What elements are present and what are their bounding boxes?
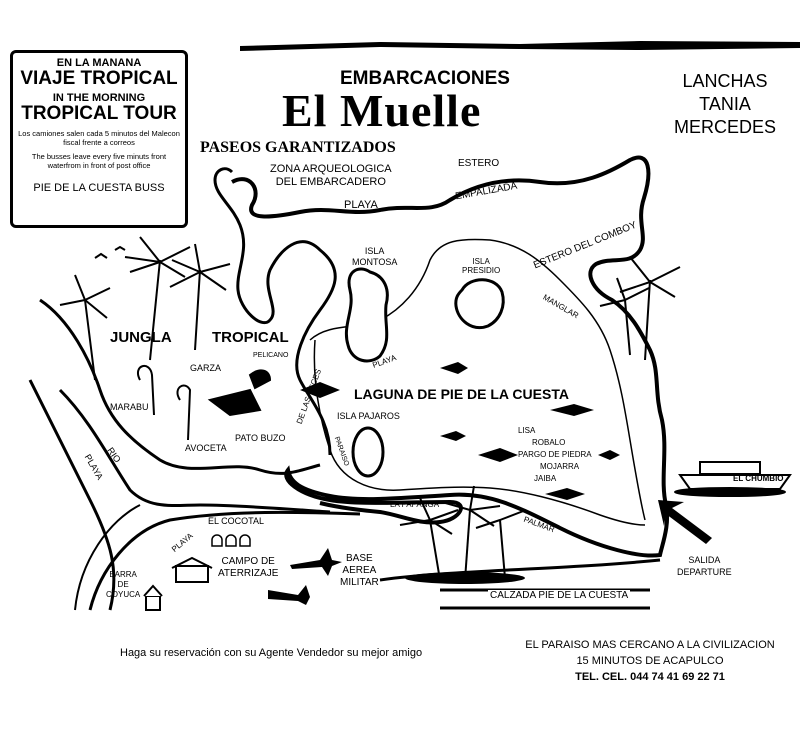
airplanes (268, 548, 342, 605)
isla-montosa-label: ISLA MONTOSA (352, 246, 397, 268)
barra-coyuca-label: BARRA DE COYUCA (106, 570, 140, 600)
playa-top-label: PLAYA (344, 199, 378, 211)
footer-tel: TEL. CEL. 044 74 41 69 22 71 (575, 671, 725, 683)
coyuca-huts (143, 584, 163, 611)
footer-minutos: 15 MINUTOS DE ACAPULCO (576, 655, 724, 667)
salida-line-2: DEPARTURE (677, 567, 732, 577)
palm-trees-south (399, 485, 527, 581)
lagoon-inner-west (213, 167, 337, 456)
west-shore (39, 298, 321, 475)
palm-trees-west (59, 236, 231, 381)
info-line-1: EN LA MANANA (56, 57, 142, 69)
montosa-line-2: MONTOSA (352, 257, 398, 267)
fish-lisa: LISA (518, 426, 536, 435)
marabu-label: MARABU (110, 402, 149, 412)
laguna-label: LAGUNA DE PIE DE LA CUESTA (354, 386, 569, 402)
isla-presidio-label: ISLA PRESIDIO (462, 257, 500, 275)
page-title: El Muelle (282, 85, 482, 136)
tania-label: TANIA (699, 94, 751, 114)
campo-line-2: ATERRIZAJE (218, 568, 279, 579)
calzada-label: CALZADA PIE DE LA CUESTA (488, 590, 631, 601)
cocotal-huts (211, 534, 251, 547)
campo-line-1: CAMPO DE (221, 556, 275, 567)
shore-shadow (405, 572, 525, 584)
info-english-note: The busses leave every five minuts front… (31, 152, 167, 170)
presidio-line-2: PRESIDIO (462, 266, 501, 275)
river-bank-2 (58, 388, 331, 514)
fish-robalo: ROBALO (532, 438, 566, 447)
lanchas-block: LANCHAS TANIA MERCEDES (670, 70, 780, 139)
campo-label: CAMPO DE ATERRIZAJE (218, 556, 278, 580)
info-spanish-note: Los camiones salen cada 5 minutos del Ma… (18, 129, 180, 147)
garza-label: GARZA (190, 363, 222, 373)
base-line-2: AEREA (342, 565, 377, 576)
paseos-label: PASEOS GARANTIZADOS (200, 139, 396, 156)
coast-line (88, 510, 361, 611)
jungla-label: JUNGLA (110, 329, 172, 346)
estero-label: ESTERO (458, 158, 500, 169)
barra-line-2: DE (117, 580, 129, 589)
lanchas-label: LANCHAS (682, 71, 768, 91)
fish-list: LISA ROBALO PARGO DE PIEDRA MOJARRA JAIB… (518, 425, 592, 485)
coast-line-2 (74, 504, 141, 611)
barra-line-3: COYUCA (106, 590, 141, 599)
river-bank-1 (28, 379, 116, 611)
boat-el-chumbio (674, 461, 792, 497)
pato-buzo-label: PATO BUZO (235, 433, 286, 443)
mercedes-label: MERCEDES (673, 117, 776, 137)
fish-mojarra: MOJARRA (540, 462, 580, 471)
reservacion-text: Haga su reservación con su Agente Vended… (120, 647, 423, 659)
info-line-4: TROPICAL TOUR (21, 103, 177, 124)
zona-line-1: ZONA ARQUEOLOGICA (270, 163, 392, 175)
isla-montosa-shape (344, 267, 389, 363)
la-papanga-label: LA PAPANGA (390, 500, 440, 509)
departure-arrow (658, 500, 712, 544)
zona-arqueologica-label: ZONA ARQUEOLOGICA DEL EMBARCADERO (270, 163, 392, 189)
zona-line-2: DEL EMBARCADERO (275, 176, 386, 188)
top-ink-strip (240, 41, 800, 51)
top-margin (0, 0, 800, 38)
palm-trees-east (599, 256, 681, 361)
pelicano-label: PELICANO (253, 352, 289, 359)
info-buss: PIE DE LA CUESTA BUSS (33, 182, 165, 194)
fish-pargo: PARGO DE PIEDRA (518, 450, 592, 459)
isla-pajaros-shape (351, 426, 385, 478)
footer-contact: EL PARAISO MAS CERCANO A LA CIVILIZACION… (520, 637, 780, 685)
birds (94, 245, 272, 441)
el-chumbio-label: EL CHUMBIO (733, 474, 784, 483)
base-line-1: BASE (346, 553, 373, 564)
embarcaciones-label: EMBARCACIONES (340, 68, 510, 89)
tour-info-box: EN LA MANANA VIAJE TROPICAL IN THE MORNI… (10, 50, 188, 228)
info-line-2: VIAJE TROPICAL (20, 68, 178, 89)
base-aerea-label: BASE AEREA MILITAR (340, 553, 379, 589)
el-cocotal-label: EL COCOTAL (208, 516, 265, 526)
tropical-label: TROPICAL (212, 329, 289, 346)
avoceta-label: AVOCETA (185, 443, 227, 453)
salida-line-1: SALIDA (688, 555, 721, 565)
fish-jaiba: JAIBA (534, 474, 557, 483)
boat-route (309, 238, 646, 526)
campo-house (171, 556, 213, 583)
salida-label: SALIDA DEPARTURE (677, 554, 732, 578)
isla-presidio-shape (454, 278, 505, 329)
presidio-line-1: ISLA (472, 257, 490, 266)
fish (300, 362, 620, 500)
base-line-3: MILITAR (340, 577, 379, 588)
info-line-3: IN THE MORNING (52, 92, 146, 104)
barra-line-1: BARRA (109, 570, 137, 579)
isla-pajaros-label: ISLA PAJAROS (337, 411, 400, 421)
montosa-line-1: ISLA (364, 246, 385, 256)
footer-paraiso: EL PARAISO MAS CERCANO A LA CIVILIZACION (525, 639, 775, 651)
lagoon-outline (231, 155, 670, 558)
